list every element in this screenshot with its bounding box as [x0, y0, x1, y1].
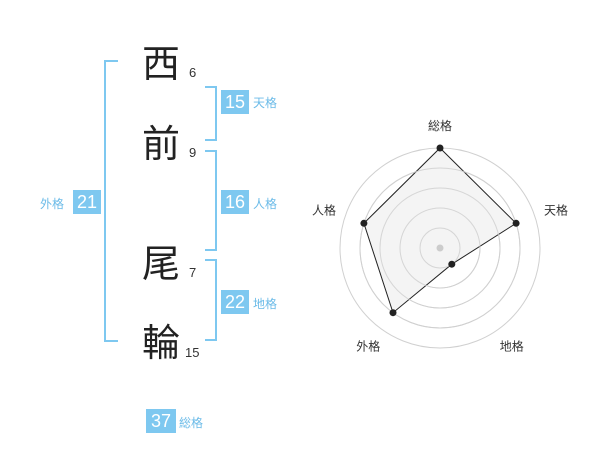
jinkaku-value-badge: 16	[221, 190, 249, 214]
stroke-count-2: 9	[189, 145, 197, 160]
radar-axis-label-4: 外格	[356, 339, 380, 354]
soukaku-label: 総格	[179, 416, 204, 430]
jinkaku-bracket	[205, 150, 217, 251]
tenkaku-bracket	[205, 86, 217, 141]
radar-center-dot	[436, 244, 444, 252]
radar-point-3	[448, 260, 456, 268]
radar-axis-label-5: 人格	[312, 202, 336, 217]
radar-point-1	[436, 144, 444, 152]
chikaku-value-badge: 22	[221, 290, 249, 314]
radar-axis-label-2: 天格	[544, 202, 568, 217]
radar-point-4	[389, 309, 397, 317]
radar-data-polygon	[363, 147, 517, 314]
radar-axis-label-1: 総格	[428, 118, 452, 133]
gaikaku-bracket	[104, 60, 118, 342]
soukaku-value-badge: 37	[146, 409, 176, 433]
radar-point-5	[360, 219, 368, 227]
radar-grid-ring-overlay	[419, 227, 461, 269]
radar-axis-label-3: 地格	[500, 339, 524, 354]
radar-grid-ring-overlay	[359, 167, 521, 329]
gaikaku-label: 外格	[40, 197, 65, 211]
tenkaku-value-badge: 15	[221, 90, 249, 114]
name-char-4: 輪	[141, 321, 180, 365]
radar-grid-ring-overlay	[399, 207, 481, 289]
gaikaku-value-badge: 21	[73, 190, 101, 214]
stroke-count-3: 7	[189, 265, 197, 280]
stroke-count-4: 15	[185, 345, 200, 360]
chikaku-label: 地格	[253, 297, 278, 311]
name-char-1: 西	[141, 42, 180, 86]
name-char-3: 尾	[141, 242, 180, 286]
name-char-2: 前	[141, 122, 180, 166]
stroke-count-1: 6	[189, 65, 197, 80]
radar-point-2	[512, 219, 520, 227]
tenkaku-label: 天格	[253, 96, 278, 110]
radar-grid-ring-overlay	[379, 187, 501, 309]
jinkaku-label: 人格	[253, 197, 278, 211]
chikaku-bracket	[205, 259, 217, 341]
